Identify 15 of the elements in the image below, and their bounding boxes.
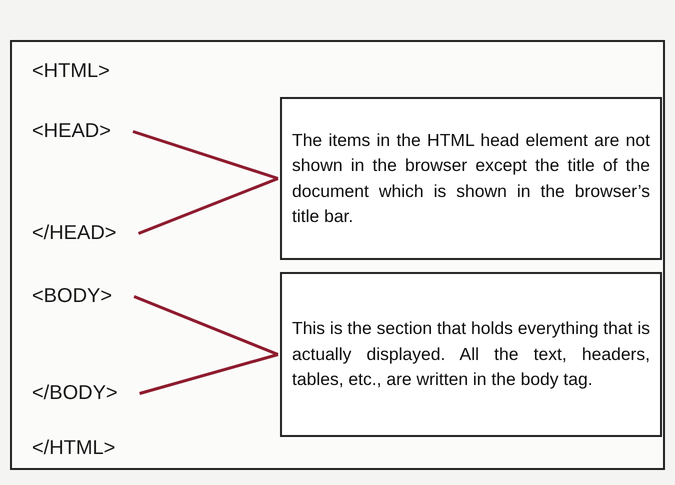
note-box bbox=[280, 272, 662, 437]
tag-label: </HTML> bbox=[32, 437, 116, 460]
note-text: The items in the HTML head element are not shown in the browser except the title of the document which is shown in the browser’s title bar. bbox=[292, 128, 650, 228]
note-box bbox=[280, 97, 662, 260]
connector-line bbox=[138, 177, 279, 235]
page-frame bbox=[10, 40, 665, 470]
tag-label: <HEAD> bbox=[32, 120, 111, 143]
connector-line bbox=[133, 295, 279, 356]
note-text: This is the section that holds everything that is actually displayed. All the text, headers, tables, etc., are written in the body tag. bbox=[292, 317, 650, 392]
tag-label: <BODY> bbox=[32, 285, 112, 308]
connector-line bbox=[139, 353, 278, 395]
tag-label: </BODY> bbox=[32, 382, 118, 405]
tag-label: </HEAD> bbox=[32, 222, 116, 245]
connector-line bbox=[132, 130, 278, 180]
tag-label: <HTML> bbox=[32, 60, 110, 83]
